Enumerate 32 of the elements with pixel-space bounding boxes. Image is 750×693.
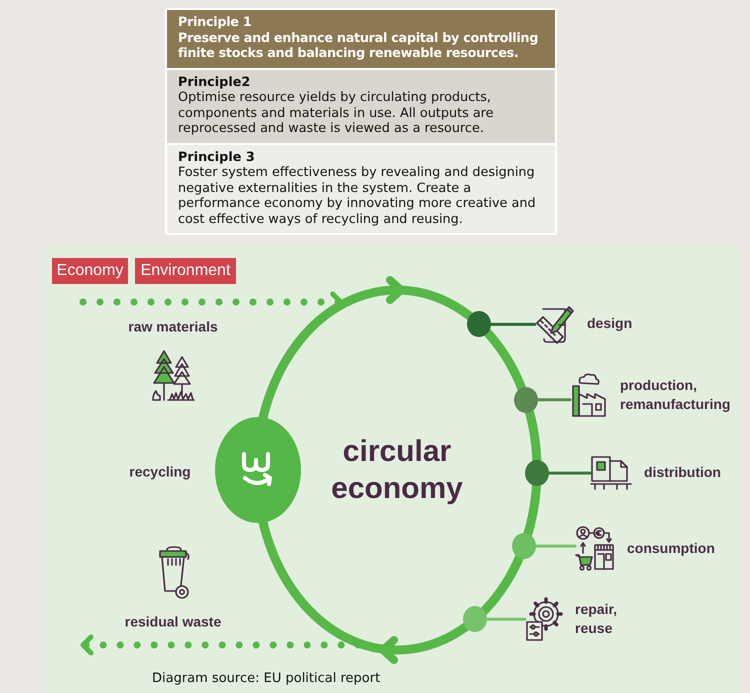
leader-line [486,618,526,621]
principle-heading: Principle 3 [178,150,256,165]
ring-dot [512,533,536,560]
ring-title: circular economy [330,434,464,507]
category-tag: Economy [52,258,128,284]
stage-label: distribution [644,462,721,482]
source-note: Diagram source: EU political report [152,671,380,686]
principle-row [167,70,555,142]
leader-line [534,544,576,548]
ring-dot [514,386,538,413]
principle-heading: Principle2 [178,74,252,90]
ring-dot [463,606,488,632]
ring-dot [467,311,492,338]
stage-label: recycling [129,462,191,482]
category-tag: Environment [135,258,236,284]
leader-line [490,322,536,326]
stage-label: repair, reuse [575,600,618,638]
principle-row [167,144,555,233]
principle-text: Optimise resource yields by circulating products, components and materials in use. All outputs are reprocessed and waste is viewed as a resource. [178,90,495,136]
ring-dot [524,460,549,486]
principle-text: Preserve and enhance natural capital by controlling finite stocks and balancing renewable resources. [178,30,540,62]
leader-line [536,398,572,402]
leader-line [548,472,592,475]
stage-label: raw materials [128,318,218,336]
principle-heading: Principle 1 [178,15,252,30]
stage-label: design [587,314,632,332]
stage-label: production, remanufacturing [620,376,732,414]
principle-text: Foster system effectiveness by revealing and designing negative externalities in the system. Create a performance economy by innovating more creative and cost effective ways of recycling and reusing. [178,165,537,227]
principle-row [167,10,555,68]
stage-label: consumption [627,538,715,558]
dotted-arrow [80,634,362,656]
stage-label: residual waste [124,612,222,632]
